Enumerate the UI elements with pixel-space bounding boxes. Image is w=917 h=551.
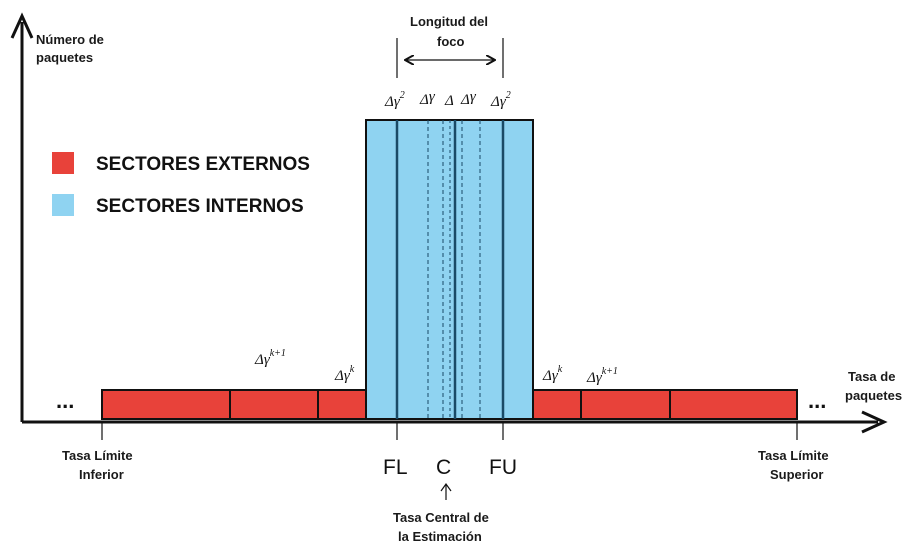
label-delta-gamma-sq-right: Δγ2	[490, 90, 511, 110]
legend-internal-swatch	[52, 194, 74, 216]
c-label: C	[436, 456, 451, 479]
external-sector	[101, 389, 231, 420]
legend-external-label: SECTORES EXTERNOS	[96, 154, 310, 175]
label-delta-gamma-k-left: Δγk	[334, 364, 355, 384]
external-sector	[317, 389, 367, 420]
x-axis-label-line2: paquetes	[845, 388, 902, 403]
fl-label: FL	[383, 456, 408, 479]
lower-limit-label-line2: Inferior	[79, 467, 124, 482]
external-sector	[532, 389, 582, 420]
y-axis-arrow-icon	[10, 12, 34, 39]
fu-label: FU	[489, 456, 517, 479]
label-delta-center: Δ	[444, 93, 454, 109]
y-axis-label-line2: paquetes	[36, 50, 93, 65]
external-sector	[229, 389, 319, 420]
upper-limit-label-line2: Superior	[770, 467, 823, 482]
label-delta-gamma-right: Δγ	[460, 89, 477, 108]
legend-external-swatch	[52, 152, 74, 174]
x-axis-label-line1: Tasa de	[848, 369, 895, 384]
x-axis-arrow-icon	[861, 410, 888, 434]
label-delta-gamma-k1-left: Δγk+1	[254, 348, 286, 368]
external-sector	[580, 389, 671, 420]
label-delta-gamma-k1-right: Δγk+1	[586, 366, 618, 386]
center-arrow-up-icon	[440, 482, 452, 492]
ellipsis-left: ...	[56, 388, 74, 413]
ellipsis-right: ...	[808, 388, 826, 413]
center-rate-label-line2: la Estimación	[398, 529, 482, 544]
upper-limit-label-line1: Tasa Límite	[758, 448, 829, 463]
external-sector	[669, 389, 798, 420]
label-delta-gamma-sq-left: Δγ2	[384, 90, 405, 110]
y-axis-label-line1: Número de	[36, 32, 104, 47]
focus-length-label-line1: Longitud del	[410, 14, 488, 29]
label-delta-gamma-k-right: Δγk	[542, 364, 563, 384]
lower-limit-label-line1: Tasa Límite	[62, 448, 133, 463]
focus-length-label-line2: foco	[437, 34, 465, 49]
label-delta-gamma-left: Δγ	[419, 89, 436, 108]
legend-internal-label: SECTORES INTERNOS	[96, 196, 304, 217]
center-rate-label-line1: Tasa Central de	[393, 510, 489, 525]
